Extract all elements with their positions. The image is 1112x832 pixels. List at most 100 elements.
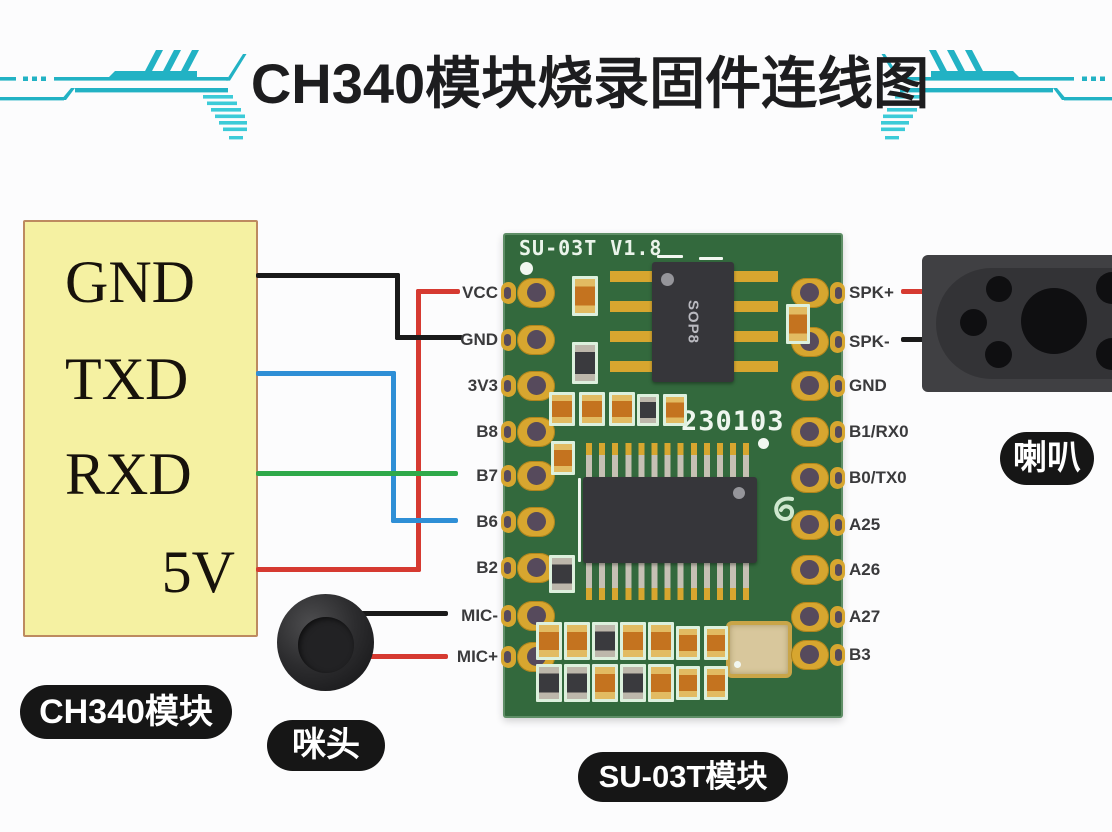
pad-left-castel-hole-5 xyxy=(504,516,511,528)
pcb-pin-label-a27: A27 xyxy=(849,607,881,626)
pad-left-hole-0 xyxy=(527,283,546,302)
microphone-capsule xyxy=(298,617,354,673)
tech-decoration-right xyxy=(881,50,1112,140)
smd-component-0 xyxy=(572,276,598,316)
wire-mic-plus xyxy=(368,654,448,659)
pad-left-hole-4 xyxy=(527,466,546,485)
sop8-pin1-dot xyxy=(661,273,674,286)
pcb-pin-label-mic: MIC- xyxy=(461,606,498,625)
crystal-dot xyxy=(734,661,741,668)
smd-component-13 xyxy=(620,622,646,660)
pad-right-castel-hole-5 xyxy=(835,519,842,531)
pad-right-castel-hole-4 xyxy=(835,472,842,484)
pcb-pin-label-spk: SPK- xyxy=(849,332,890,351)
smd-component-16 xyxy=(704,626,728,660)
smd-component-23 xyxy=(704,666,728,700)
pad-left-hole-1 xyxy=(527,330,546,349)
pad-right-castel-hole-8 xyxy=(835,649,842,661)
su03t-pcb: SU-03T V1.8 SOP8 230103 xyxy=(501,233,845,718)
pad-left-hole-5 xyxy=(527,512,546,531)
mainic-pins-bottom xyxy=(586,563,754,600)
smd-component-17 xyxy=(536,664,562,702)
pad-left-castel-hole-3 xyxy=(504,426,511,438)
speaker-hole-5 xyxy=(1096,338,1112,370)
pad-right-castel-hole-0 xyxy=(835,287,842,299)
mainic-pin-tips-bottom xyxy=(586,588,754,600)
pcb-pin-label-b8: B8 xyxy=(476,422,498,441)
pcb-pin-label-mic: MIC+ xyxy=(456,647,498,666)
pcb-pin-label-a25: A25 xyxy=(849,515,881,534)
pcb-pin-label-gnd: GND xyxy=(849,376,887,395)
pad-right-castel-hole-3 xyxy=(835,426,842,438)
pad-right-castel-hole-6 xyxy=(835,564,842,576)
pcb-pin-label-b0tx0: B0/TX0 xyxy=(849,468,907,487)
pad-right-hole-7 xyxy=(800,607,819,626)
pad-left-hole-3 xyxy=(527,422,546,441)
pcb-pin-label-b2: B2 xyxy=(476,558,498,577)
ch340-pin-rxd: RXD xyxy=(65,441,192,507)
main-ic-chip xyxy=(583,477,757,563)
mainic-silk-line xyxy=(578,478,581,562)
wire-txd-b6-h2 xyxy=(391,518,458,523)
wire-gnd-h1 xyxy=(256,273,400,278)
pcb-date-code: 230103 xyxy=(681,406,785,437)
speaker-hole-4 xyxy=(1096,272,1112,304)
tech-decoration-left xyxy=(0,50,247,140)
pad-right-hole-5 xyxy=(800,515,819,534)
pad-right-hole-2 xyxy=(800,376,819,395)
pad-left-castel-hole-4 xyxy=(504,470,511,482)
pad-right-castel-hole-2 xyxy=(835,380,842,392)
pcb-pin-label-b1rx0: B1/RX0 xyxy=(849,422,909,441)
wire-gnd-h2 xyxy=(395,335,463,340)
wire-spk-plus xyxy=(901,289,925,294)
pcb-pin-label-b7: B7 xyxy=(476,466,498,485)
pad-left-hole-7 xyxy=(527,606,546,625)
smd-component-5 xyxy=(609,392,635,426)
smd-component-11 xyxy=(564,622,590,660)
wire-txd-b6-v xyxy=(391,371,396,523)
sop8-chip: SOP8 xyxy=(652,262,734,382)
su03t-module-label: SU-03T模块 xyxy=(578,752,788,802)
smd-component-12 xyxy=(592,622,618,660)
pad-left-castel-hole-6 xyxy=(504,562,511,574)
smd-component-8 xyxy=(551,441,575,475)
ch340-pin-gnd: GND xyxy=(65,249,195,315)
silk-tick-1 xyxy=(657,255,683,258)
smd-component-19 xyxy=(592,664,618,702)
wire-gnd-v xyxy=(395,273,400,340)
pcb-pin-label-b6: B6 xyxy=(476,512,498,531)
smd-component-2 xyxy=(786,304,810,344)
pad-right-castel-hole-7 xyxy=(835,611,842,623)
wire-mic-minus xyxy=(360,611,448,616)
smd-component-14 xyxy=(648,622,674,660)
pad-left-castel-hole-8 xyxy=(504,651,511,663)
pad-right-castel-hole-1 xyxy=(835,336,842,348)
silk-dot-top-left xyxy=(520,262,533,275)
wire-txd-b6-h1 xyxy=(256,371,396,376)
pcb-pin-label-a26: A26 xyxy=(849,560,881,579)
ch340-pin-txd: TXD xyxy=(65,346,189,412)
brand-curl-logo xyxy=(774,496,795,521)
wire-5v-vcc-h2 xyxy=(416,289,460,294)
crystal-component xyxy=(726,621,792,678)
speaker-hole-1 xyxy=(986,276,1012,302)
smd-component-10 xyxy=(536,622,562,660)
silk-tick-2 xyxy=(699,257,723,260)
smd-component-1 xyxy=(572,342,598,384)
sop8-pins-left xyxy=(610,271,656,374)
smd-component-9 xyxy=(549,555,575,593)
pad-left-hole-6 xyxy=(527,558,546,577)
ch340-module-label: CH340模块 xyxy=(20,685,232,739)
pcb-silkscreen-title: SU-03T V1.8 xyxy=(519,236,663,260)
pcb-pin-label-3v3: 3V3 xyxy=(467,376,498,395)
pcb-pin-label-vcc: VCC xyxy=(462,283,498,302)
smd-component-7 xyxy=(663,394,687,426)
pcb-pin-label-b3: B3 xyxy=(849,645,871,664)
pad-right-hole-8 xyxy=(800,645,819,664)
pad-left-castel-hole-0 xyxy=(504,287,511,299)
sop8-chip-label: SOP8 xyxy=(684,299,702,345)
pcb-pin-label-gnd: GND xyxy=(460,330,498,349)
mainic-pin1-dot xyxy=(733,487,745,499)
smd-component-18 xyxy=(564,664,590,702)
